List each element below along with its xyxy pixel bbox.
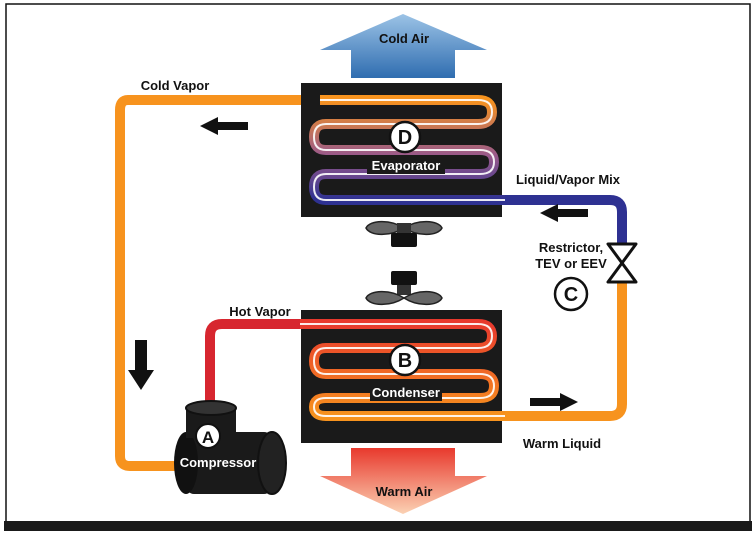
component-c-letter: C <box>564 284 578 306</box>
evaporator-fan-icon <box>365 220 443 247</box>
restrictor-label-line2: TEV or EEV <box>535 256 607 271</box>
cold-vapor-pipe <box>115 95 488 471</box>
condenser-fan-icon <box>365 271 443 306</box>
condenser-label-bg <box>370 383 442 401</box>
compressor-label: Compressor <box>180 455 257 470</box>
cold-air-arrow <box>320 14 487 78</box>
hot-vapor-label: Hot Vapor <box>229 304 290 319</box>
liquid-vapor-pipe <box>320 195 627 244</box>
hot-vapor-pipe <box>205 319 480 408</box>
flow-arrow-left-top <box>200 117 248 135</box>
component-c-marker <box>553 276 589 312</box>
component-d-letter: D <box>398 127 412 149</box>
component-b-letter: B <box>398 350 412 372</box>
expansion-valve-icon <box>606 242 638 284</box>
evaporator-label-bg <box>367 156 445 174</box>
base-bar <box>4 521 752 531</box>
evaporator-label: Evaporator <box>372 158 441 173</box>
cold-vapor-label: Cold Vapor <box>141 78 210 93</box>
compressor-icon <box>174 400 287 495</box>
warm-air-label: Warm Air <box>376 484 433 499</box>
component-b-marker <box>388 343 422 377</box>
liquid-vapor-mix-label: Liquid/Vapor Mix <box>516 172 621 187</box>
component-a-letter: A <box>202 428 214 447</box>
flow-arrow-right-bottom <box>530 393 578 411</box>
flow-arrow-left-right-side <box>540 204 588 222</box>
warm-air-arrow <box>320 448 487 514</box>
cold-air-label: Cold Air <box>379 31 429 46</box>
condenser-label: Condenser <box>372 385 440 400</box>
warm-liquid-pipe <box>330 282 627 421</box>
flow-arrow-down-left <box>128 340 154 390</box>
component-a-marker <box>195 423 221 449</box>
restrictor-label-line1: Restrictor, <box>539 240 603 255</box>
component-d-marker <box>388 120 422 154</box>
warm-liquid-label: Warm Liquid <box>523 436 601 451</box>
